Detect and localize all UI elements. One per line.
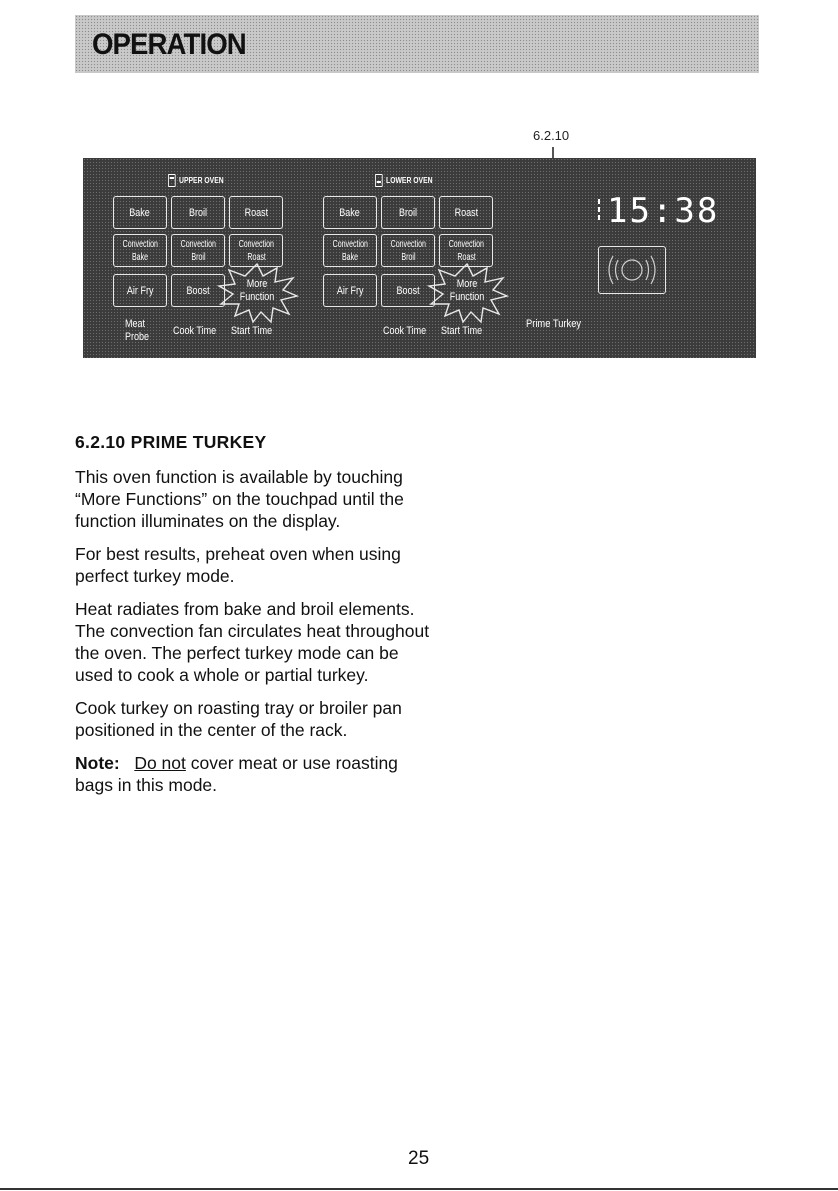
prime-turkey-label: Prime Turkey [526, 318, 582, 330]
upper-oven-icon [168, 174, 176, 187]
lower-bake-button[interactable]: Bake [323, 196, 377, 229]
upper-broil-button[interactable]: Broil [171, 196, 225, 229]
note-text: cover meat or use roasting bags in this … [75, 753, 398, 795]
lower-roast-button[interactable]: Roast [439, 196, 493, 229]
lower-oven-label: LOWER OVEN [375, 174, 433, 187]
lower-air-fry-button[interactable]: Air Fry [323, 274, 377, 307]
page-number: 25 [408, 1148, 430, 1169]
bottom-rule [0, 1188, 838, 1190]
note-paragraph: Note: Do not cover meat or use roasting … [75, 752, 435, 796]
upper-air-fry-button[interactable]: Air Fry [113, 274, 167, 307]
meat-label: Meat [125, 318, 146, 330]
clock-indicator-dots [598, 199, 600, 220]
header-banner [75, 15, 759, 73]
fan-icon [608, 255, 656, 285]
section-body: This oven function is available by touch… [75, 466, 435, 807]
upper-oven-label: UPPER OVEN [168, 174, 224, 187]
section-heading: 6.2.10 PRIME TURKEY [75, 432, 267, 452]
upper-bake-button[interactable]: Bake [113, 196, 167, 229]
paragraph-2: For best results, preheat oven when usin… [75, 544, 401, 586]
paragraph-1: This oven function is available by touch… [75, 467, 404, 531]
paragraph-3: Heat radiates from bake and broil elemen… [75, 599, 430, 685]
note-label: Note: [75, 753, 120, 773]
paragraph-4: Cook turkey on roasting tray or broiler … [75, 698, 402, 740]
lower-cook-time-label[interactable]: Cook Time [383, 325, 427, 337]
note-emphasis: Do not [134, 753, 186, 773]
upper-roast-button[interactable]: Roast [229, 196, 283, 229]
page-title: OPERATION [92, 28, 247, 61]
lower-boost-button[interactable]: Boost [381, 274, 435, 307]
lower-start-time-label[interactable]: Start Time [441, 325, 483, 337]
upper-boost-button[interactable]: Boost [171, 274, 225, 307]
clock-display: 15:38 [607, 191, 720, 231]
callout-label: 6.2.10 [533, 128, 570, 143]
probe-label: Probe [125, 331, 150, 343]
lower-oven-icon [375, 174, 383, 187]
control-panel-illustration: UPPER OVEN LOWER OVEN Bake Broil Roast C… [83, 158, 756, 358]
fan-button[interactable] [598, 246, 666, 294]
upper-cook-time-label[interactable]: Cook Time [173, 325, 217, 337]
lower-broil-button[interactable]: Broil [381, 196, 435, 229]
upper-start-time-label[interactable]: Start Time [231, 325, 273, 337]
